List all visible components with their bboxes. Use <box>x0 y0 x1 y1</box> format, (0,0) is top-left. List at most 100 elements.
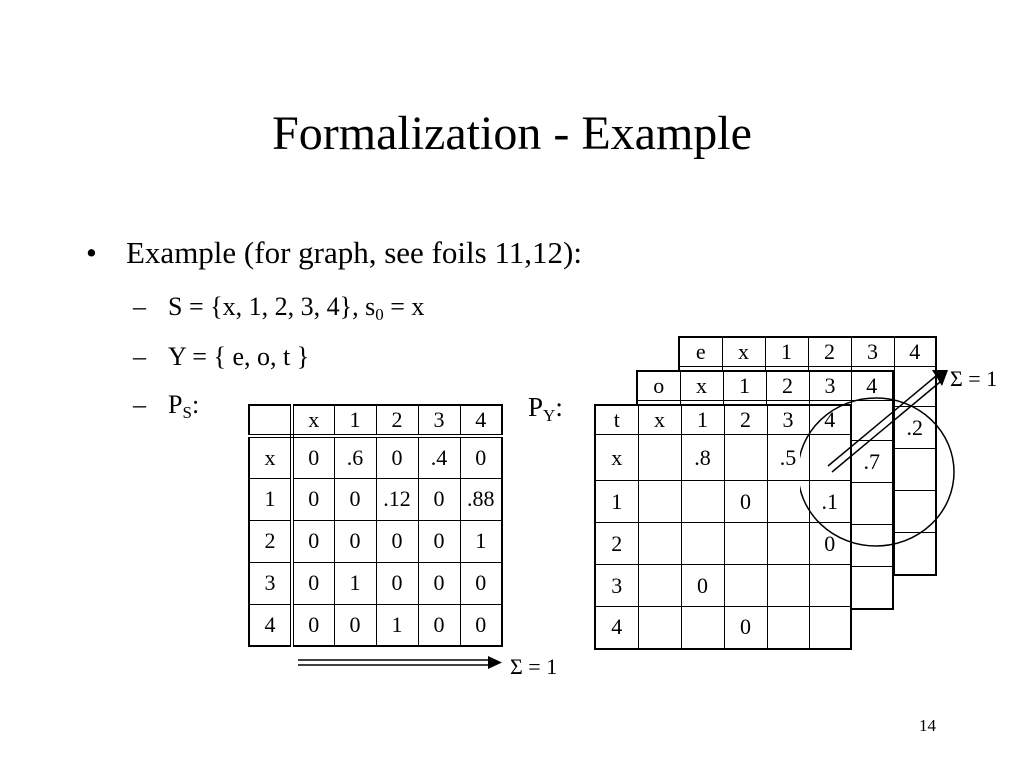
ps-cell: .4 <box>417 435 461 479</box>
py-t-cell: 0 <box>723 480 768 523</box>
ps-cell: 0 <box>333 519 377 563</box>
ps-cell: 1 <box>459 519 503 563</box>
bullet-text: Example (for graph, see foils 11,12): <box>126 235 582 270</box>
row-sum-arrow-icon <box>298 656 502 669</box>
ps-cell: 0 <box>459 603 503 647</box>
py-o-col-header: 1 <box>722 370 767 401</box>
ps-letter: P <box>168 390 183 419</box>
ps-cell: 0 <box>291 477 335 521</box>
py-t-row-header: 3 <box>594 564 639 607</box>
py-o-col-header: 4 <box>850 370 894 401</box>
py-t-col-header: 1 <box>680 404 725 435</box>
ps-col-header: 1 <box>333 404 377 438</box>
row-sum-label: Σ = 1 <box>510 654 558 679</box>
py-o-header-row: o x 1 2 3 4 <box>636 370 894 401</box>
ps-cell: 0 <box>291 519 335 563</box>
ps-cell: 0 <box>291 603 335 647</box>
ps-cell: 0 <box>417 561 461 605</box>
page-number: 14 <box>919 716 936 735</box>
dash-symbol: – <box>133 292 146 321</box>
slide-title: Formalization - Example <box>272 107 752 160</box>
ps-cell: 0 <box>375 435 419 479</box>
ps-cell: 1 <box>375 603 419 647</box>
dash-symbol: – <box>133 342 146 371</box>
py-e-corner: e <box>678 336 723 367</box>
sub-bullet-states: –S = {x, 1, 2, 3, 4}, s0 = x <box>133 290 424 324</box>
layer-sum-label: Σ = 1 <box>950 366 998 391</box>
highlight-circle-icon <box>800 397 955 547</box>
ps-cell: .88 <box>459 477 503 521</box>
py-t-cell: 0 <box>723 606 768 649</box>
ps-row-header: 2 <box>248 519 294 563</box>
py-subscript: Y <box>543 406 556 425</box>
states-text: S = {x, 1, 2, 3, 4}, s <box>168 292 376 321</box>
py-o-col-header: 2 <box>765 370 810 401</box>
layer-sum-arrow-icon <box>831 381 941 473</box>
ps-cell: 0 <box>375 519 419 563</box>
table-row: 3 0 <box>594 564 852 607</box>
ps-cell: 0 <box>291 435 335 479</box>
py-table-t: t x 1 2 3 4 x .8 .5 1 0 .1 2 0 3 0 4 0 <box>594 404 852 650</box>
py-t-row-header: x <box>594 434 639 481</box>
layer-sum-annotation <box>800 370 955 547</box>
py-e-col-header: 3 <box>850 336 895 367</box>
table-row: x 0 .6 0 .4 0 <box>248 435 503 479</box>
py-colon: : <box>555 392 563 422</box>
layer-sum-arrowhead-icon <box>932 370 948 386</box>
py-t-row-header: 2 <box>594 522 639 565</box>
layer-sum-arrow-icon <box>827 375 937 467</box>
ps-col-header: x <box>291 404 335 438</box>
sub-bullet-ps: –PS: <box>133 388 199 422</box>
ps-cell: 0 <box>459 435 503 479</box>
table-row: 1 0 .1 <box>594 480 852 523</box>
py-t-header-row: t x 1 2 3 4 <box>594 404 852 435</box>
py-t-col-header: x <box>637 404 682 435</box>
ps-cell: 0 <box>291 561 335 605</box>
py-t-row-header: 1 <box>594 480 639 523</box>
py-t-cell: .8 <box>680 434 725 481</box>
py-e-col-header: 2 <box>807 336 852 367</box>
py-t-cell: 0 <box>808 522 852 565</box>
ps-col-header: 4 <box>459 404 503 438</box>
ps-transition-table: x 1 2 3 4 x 0 .6 0 .4 0 1 0 0 .12 0 .88 … <box>248 404 503 647</box>
ps-cell: 0 <box>417 477 461 521</box>
ps-corner-cell <box>248 404 294 438</box>
ps-cell: 0 <box>375 561 419 605</box>
table-row: 2 0 <box>594 522 852 565</box>
sub-bullet-outputs: –Y = { e, o, t } <box>133 340 309 374</box>
py-t-cell: .1 <box>808 480 852 523</box>
py-t-col-header: 2 <box>723 404 768 435</box>
ps-col-header: 3 <box>417 404 461 438</box>
ps-cell: 0 <box>459 561 503 605</box>
py-t-col-header: 3 <box>766 404 810 435</box>
py-o-col-header: x <box>679 370 724 401</box>
py-label: PY: <box>528 392 563 425</box>
ps-colon: : <box>191 390 200 419</box>
py-t-corner: t <box>594 404 639 435</box>
ps-cell: 0 <box>417 603 461 647</box>
outputs-text: Y = { e, o, t } <box>168 342 310 371</box>
py-e-header-row: e x 1 2 3 4 <box>678 336 937 367</box>
ps-row-header: x <box>248 435 294 479</box>
ps-header-row: x 1 2 3 4 <box>248 404 503 438</box>
states-text-end: = x <box>383 292 425 321</box>
ps-cell: .6 <box>333 435 377 479</box>
bullet-symbol: • <box>86 235 97 270</box>
py-t-cell: 0 <box>680 564 725 607</box>
ps-subscript: S <box>182 403 192 422</box>
table-row: x .8 .5 <box>594 434 852 481</box>
ps-row-header: 1 <box>248 477 294 521</box>
ps-cell: 1 <box>333 561 377 605</box>
py-o-corner: o <box>636 370 681 401</box>
s0-subscript: 0 <box>375 305 384 324</box>
py-t-row-header: 4 <box>594 606 639 649</box>
py-e-col-header: x <box>721 336 766 367</box>
table-row: 2 0 0 0 0 1 <box>248 519 503 563</box>
ps-cell: .12 <box>375 477 419 521</box>
table-row: 1 0 0 .12 0 .88 <box>248 477 503 521</box>
table-row: 4 0 <box>594 606 852 649</box>
py-letter: P <box>528 392 544 422</box>
ps-cell: 0 <box>333 477 377 521</box>
ps-cell: 0 <box>417 519 461 563</box>
ps-cell: 0 <box>333 603 377 647</box>
